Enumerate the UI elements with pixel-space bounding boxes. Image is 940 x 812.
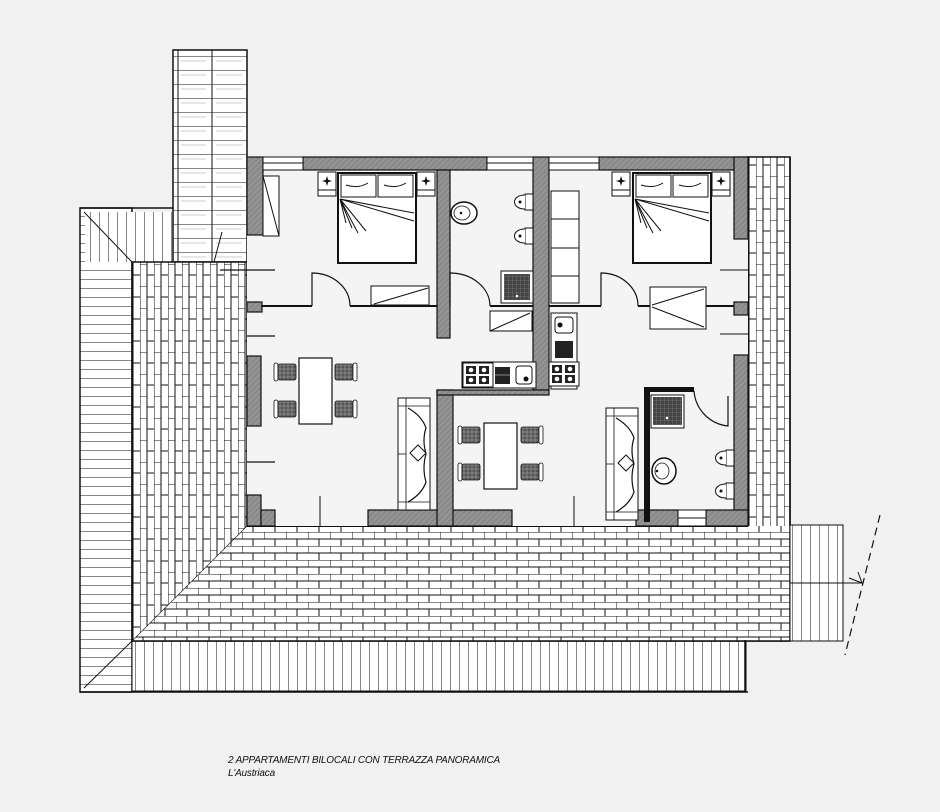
nightstand-icon [416,171,436,197]
roof-slope-left [79,207,175,693]
chair-icon [273,362,297,382]
dresser [649,286,707,330]
storage-cabinet [489,310,533,332]
stove-icon [462,362,494,388]
wardrobe [550,190,580,304]
chair-icon [273,399,297,419]
panoramic-terrace [131,156,791,642]
caption-title: 2 APPARTAMENTI BILOCALI CON TERRAZZA PAN… [228,755,500,766]
chair-icon [334,362,358,382]
kitchenette-2 [548,312,580,390]
window-bath-2 [677,509,707,527]
roof-slope-bottom [80,640,748,693]
shower-tray-icon [650,394,685,429]
apartment-2 [457,156,749,527]
chair-icon [457,425,481,445]
dining-set-2 [457,422,544,490]
exterior-door-marks [220,269,275,463]
door-bath-2 [693,390,729,427]
window-top-left [262,156,304,171]
nightstand-icon [611,171,631,197]
sofa-icon [397,397,431,511]
staircase [172,49,248,263]
apartment-1 [246,156,550,527]
double-bed-icon [337,172,417,264]
stove-icon [548,361,580,387]
bathroom-2 [644,387,735,522]
window-top-right [548,156,600,171]
dining-set-1 [273,357,358,425]
wardrobe [262,175,280,237]
double-bed-icon [632,172,712,264]
chair-icon [334,399,358,419]
washbasin-icon [450,201,478,225]
shower-tray-icon [500,270,534,304]
door-bedroom-2 [600,272,639,307]
chair-icon [457,462,481,482]
chair-icon [520,425,544,445]
dining-table-icon [483,422,518,490]
nightstand-icon [317,171,337,197]
washbasin-icon [651,457,677,485]
caption-subtitle: L'Austriaca [228,768,275,779]
sofa-icon [605,407,639,521]
chair-icon [520,462,544,482]
apartment-1-walls [246,156,550,527]
nightstand-icon [711,171,731,197]
dining-table-icon [298,357,333,425]
plan-caption: 2 APPARTAMENTI BILOCALI CON TERRAZZA PAN… [228,754,500,780]
door-bath-1 [449,272,491,307]
kitchenette-1 [461,361,537,389]
door-bedroom-1 [311,272,351,307]
window-bath-1 [486,156,534,171]
dresser [370,285,430,306]
balcony-right [744,514,881,692]
